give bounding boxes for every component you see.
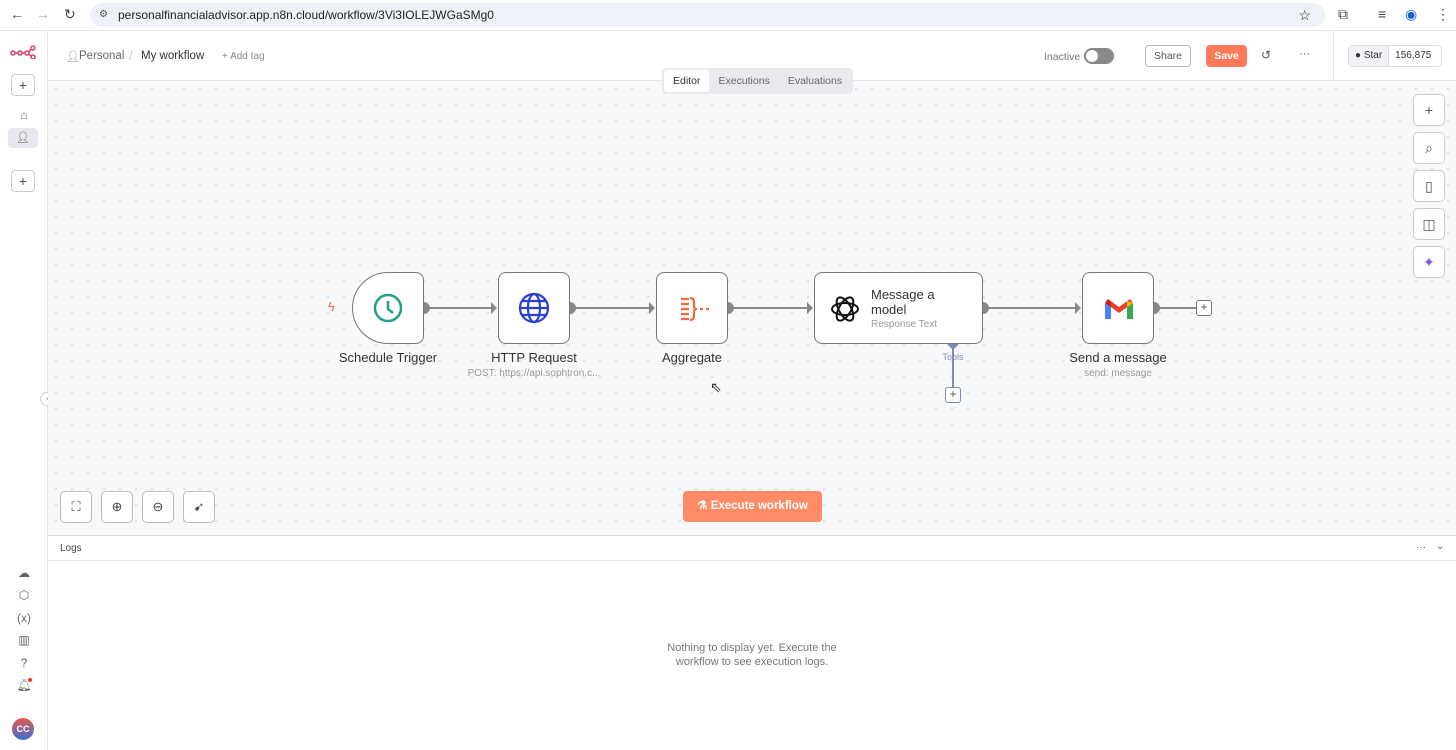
home-icon[interactable]: ⌂: [20, 108, 28, 122]
execute-workflow-button[interactable]: ⚗ Execute workflow: [683, 491, 822, 522]
menu-icon[interactable]: ⋮: [1436, 6, 1450, 22]
templates-icon[interactable]: ⬡: [18, 588, 30, 602]
add-node-button[interactable]: +: [1196, 300, 1212, 316]
logs-empty-message: Nothing to display yet. Execute the work…: [667, 642, 837, 668]
tab-evaluations[interactable]: Evaluations: [787, 75, 843, 87]
divider: [1333, 31, 1334, 81]
site-settings-icon[interactable]: ⚙: [99, 9, 108, 20]
url-text: personalfinancialadvisor.app.n8n.cloud/w…: [118, 8, 494, 22]
trigger-bolt-icon: ϟ: [328, 299, 335, 314]
logs-header[interactable]: Logs ··· ⌄: [48, 536, 1456, 561]
github-star-button[interactable]: ● Star 156,875: [1348, 45, 1442, 67]
profile-icon[interactable]: ◉: [1405, 6, 1418, 22]
search-icon[interactable]: ⌕: [1413, 132, 1445, 164]
zoom-in-button[interactable]: ⊕: [101, 491, 133, 523]
tools-label: Tools: [942, 352, 964, 362]
logs-more-button[interactable]: ···: [1416, 542, 1426, 553]
github-icon: ●: [1355, 50, 1362, 61]
tab-editor[interactable]: Editor: [664, 70, 710, 92]
reload-icon[interactable]: ↻: [64, 6, 76, 22]
save-button[interactable]: Save: [1206, 45, 1247, 67]
node-label: Schedule Trigger: [338, 350, 438, 365]
node-send-a-message[interactable]: [1082, 272, 1154, 344]
share-button[interactable]: Share: [1145, 45, 1191, 67]
insights-icon[interactable]: ▥: [18, 633, 30, 647]
node-label: HTTP Request: [491, 350, 577, 365]
chevron-down-icon[interactable]: ⌄: [1436, 541, 1445, 552]
breadcrumb-separator: /: [129, 48, 133, 63]
github-star-count: 156,875: [1395, 50, 1432, 61]
node-subtitle: Response Text: [871, 319, 937, 330]
node-label: Message a model: [871, 287, 935, 317]
add-tool-button[interactable]: +: [945, 387, 961, 403]
zoom-out-button[interactable]: ⊖: [142, 491, 174, 523]
github-star-label: ● Star: [1349, 46, 1390, 66]
create-button[interactable]: +: [11, 74, 35, 96]
ai-assistant-icon[interactable]: ✦: [1413, 246, 1445, 278]
lens-icon[interactable]: ⧉: [1338, 6, 1348, 22]
help-icon[interactable]: ?: [20, 656, 28, 670]
logs-panel: Logs ··· ⌄ Nothing to display yet. Execu…: [48, 535, 1456, 750]
browser-toolbar: ← → ↻ ⚙ personalfinancialadvisor.app.n8n.…: [0, 0, 1456, 31]
active-toggle[interactable]: [1084, 48, 1114, 64]
node-subtitle: POST: https://api.sophtron.c...: [467, 368, 601, 379]
clock-icon: [373, 293, 403, 323]
sidebar: + ⌂ 👤︎ + ☁ ⬡ (x) ▥ ? 🔔︎ CC ›: [0, 31, 54, 750]
flask-icon: ⚗: [697, 500, 711, 512]
panel-toggle-icon[interactable]: ◫: [1413, 208, 1445, 240]
project-icon: 👤︎: [66, 51, 80, 63]
personal-icon[interactable]: 👤︎: [8, 128, 38, 148]
breadcrumb-project[interactable]: Personal: [79, 50, 125, 62]
back-icon[interactable]: ←: [10, 6, 24, 22]
openai-icon: [831, 296, 859, 322]
node-label: Send a message: [1069, 350, 1167, 365]
media-icon[interactable]: ≡: [1378, 6, 1387, 22]
add-node-panel-button[interactable]: +: [1413, 94, 1445, 126]
n8n-logo-icon[interactable]: [10, 45, 36, 59]
logs-title: Logs: [60, 543, 82, 554]
aggregate-icon: [681, 296, 709, 322]
node-subtitle: send: message: [1084, 368, 1152, 379]
forward-icon[interactable]: →: [36, 6, 50, 22]
node-aggregate[interactable]: [656, 272, 728, 344]
tidy-up-button[interactable]: ➹: [183, 491, 215, 523]
fit-view-button[interactable]: ⛶: [60, 491, 92, 523]
cloud-icon[interactable]: ☁: [18, 566, 30, 580]
tab-executions[interactable]: Executions: [718, 75, 770, 87]
notifications-icon[interactable]: 🔔︎: [16, 678, 32, 692]
history-icon[interactable]: ↺: [1261, 48, 1272, 62]
node-http-request[interactable]: [498, 272, 570, 344]
bookmark-star-icon[interactable]: ☆: [1298, 7, 1311, 23]
mouse-cursor-icon: ⇖: [710, 379, 722, 395]
address-bar[interactable]: ⚙ personalfinancialadvisor.app.n8n.cloud/…: [90, 3, 1325, 27]
globe-icon: [518, 292, 550, 324]
node-message-a-model[interactable]: Message a model Response Text: [814, 272, 983, 344]
active-status-label: Inactive: [1044, 51, 1081, 63]
more-options-button[interactable]: ···: [1299, 48, 1310, 60]
add-project-button[interactable]: +: [11, 170, 35, 192]
add-tag-button[interactable]: + Add tag: [222, 51, 265, 62]
view-tabs: Editor Executions Evaluations: [662, 68, 854, 94]
variables-icon[interactable]: (x): [17, 611, 31, 625]
workflow-canvas[interactable]: Editor Executions Evaluations ϟ Schedule…: [48, 68, 1456, 535]
connections: [418, 302, 1196, 387]
avatar[interactable]: CC: [12, 718, 34, 740]
workflow-name[interactable]: My workflow: [141, 50, 205, 62]
node-label: Aggregate: [662, 350, 722, 365]
gmail-icon: [1105, 299, 1133, 319]
sticky-note-icon[interactable]: ▯: [1413, 170, 1445, 202]
node-schedule-trigger[interactable]: [352, 272, 424, 344]
